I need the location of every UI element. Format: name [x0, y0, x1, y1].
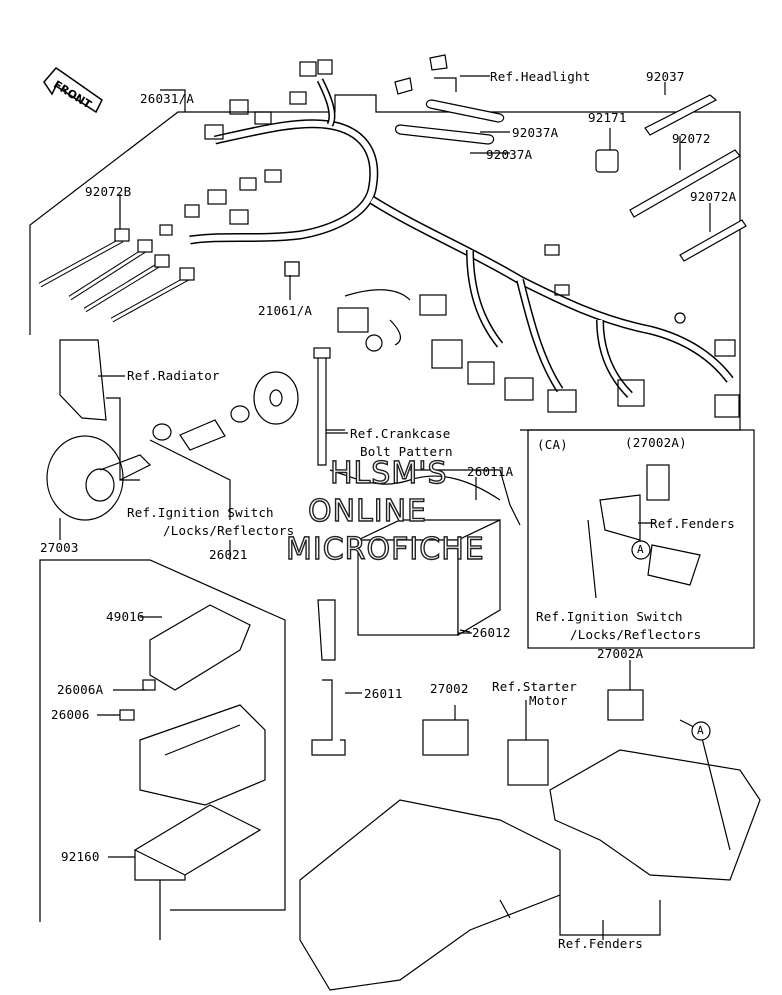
fuse-box-frame — [39, 559, 286, 922]
label-26031A: 26031/A — [140, 91, 195, 106]
horn-bolt — [179, 419, 226, 451]
relay-27002A — [607, 689, 644, 721]
label-92171: 92171 — [588, 110, 627, 125]
bolt — [317, 349, 327, 466]
label-92037A-1: 92037A — [512, 125, 559, 140]
horn-27003 — [46, 435, 124, 521]
harness-frame — [29, 94, 741, 431]
label-ca-locks-reflectors: /Locks/Reflectors — [570, 627, 702, 642]
label-ca-ref-fenders: Ref.Fenders — [650, 516, 735, 531]
headlight-nut — [394, 77, 413, 95]
label-92037: 92037 — [646, 69, 685, 84]
part-21061A — [284, 261, 300, 277]
label-21061A: 21061/A — [258, 303, 313, 318]
clamp-92171 — [595, 149, 619, 173]
label-motor: Motor — [529, 693, 568, 708]
tie-92072 — [629, 149, 741, 218]
label-26011: 26011 — [364, 686, 403, 701]
label-locks-reflectors: /Locks/Reflectors — [163, 523, 295, 538]
label-ca-27002A: (27002A) — [625, 435, 687, 450]
cable-26011A — [317, 599, 336, 661]
tray-92160 — [133, 804, 262, 876]
watermark-line-1: HLSM'S — [329, 456, 448, 491]
label-ref-radiator: Ref.Radiator — [127, 368, 220, 383]
junction-box — [139, 704, 266, 806]
cable-ties-92072B — [38, 228, 195, 323]
label-49016: 49016 — [106, 609, 145, 624]
label-ca: (CA) — [537, 437, 568, 452]
callout-a-ca: A — [637, 543, 644, 556]
pulley — [253, 371, 299, 425]
label-26006: 26006 — [51, 707, 90, 722]
front-arrow-icon — [43, 67, 103, 114]
label-26012: 26012 — [472, 625, 511, 640]
label-26006A: 26006A — [57, 682, 104, 697]
bracket-92037 — [644, 94, 718, 136]
cable-26011 — [311, 679, 346, 756]
label-ref-ignition: Ref.Ignition Switch — [127, 505, 274, 520]
label-ref-starter: Ref.Starter — [492, 679, 577, 694]
label-26021: 26021 — [209, 547, 248, 562]
clamp-92037A — [394, 124, 495, 145]
lower-fender — [299, 799, 561, 991]
callout-a-main: A — [697, 724, 704, 737]
label-92037A-2: 92037A — [486, 147, 533, 162]
label-92072B: 92072B — [85, 184, 132, 199]
label-ref-fenders: Ref.Fenders — [558, 936, 643, 951]
rear-fender — [549, 749, 761, 881]
label-27002A: 27002A — [597, 646, 644, 661]
label-92072: 92072 — [672, 131, 711, 146]
label-bolt-pattern: Bolt Pattern — [360, 444, 453, 459]
label-27002: 27002 — [430, 681, 469, 696]
starter-relay — [507, 739, 549, 786]
label-ref-headlight: Ref.Headlight — [490, 69, 591, 84]
tie-92072A — [679, 219, 747, 262]
ca-box — [527, 429, 755, 649]
relay-27002 — [422, 719, 469, 756]
fuse-box-cover-49016 — [149, 604, 251, 691]
radiator-bracket — [59, 339, 107, 421]
label-92160: 92160 — [61, 849, 100, 864]
label-26011A: 26011A — [467, 464, 514, 479]
label-ca-ref-ignition: Ref.Ignition Switch — [536, 609, 683, 624]
watermark-line-2: ONLINE — [307, 494, 428, 529]
watermark-line-3: MICROFICHE — [285, 532, 485, 567]
label-92072A: 92072A — [690, 189, 737, 204]
label-ref-crankcase: Ref.Crankcase — [350, 426, 451, 441]
label-27003: 27003 — [40, 540, 79, 555]
